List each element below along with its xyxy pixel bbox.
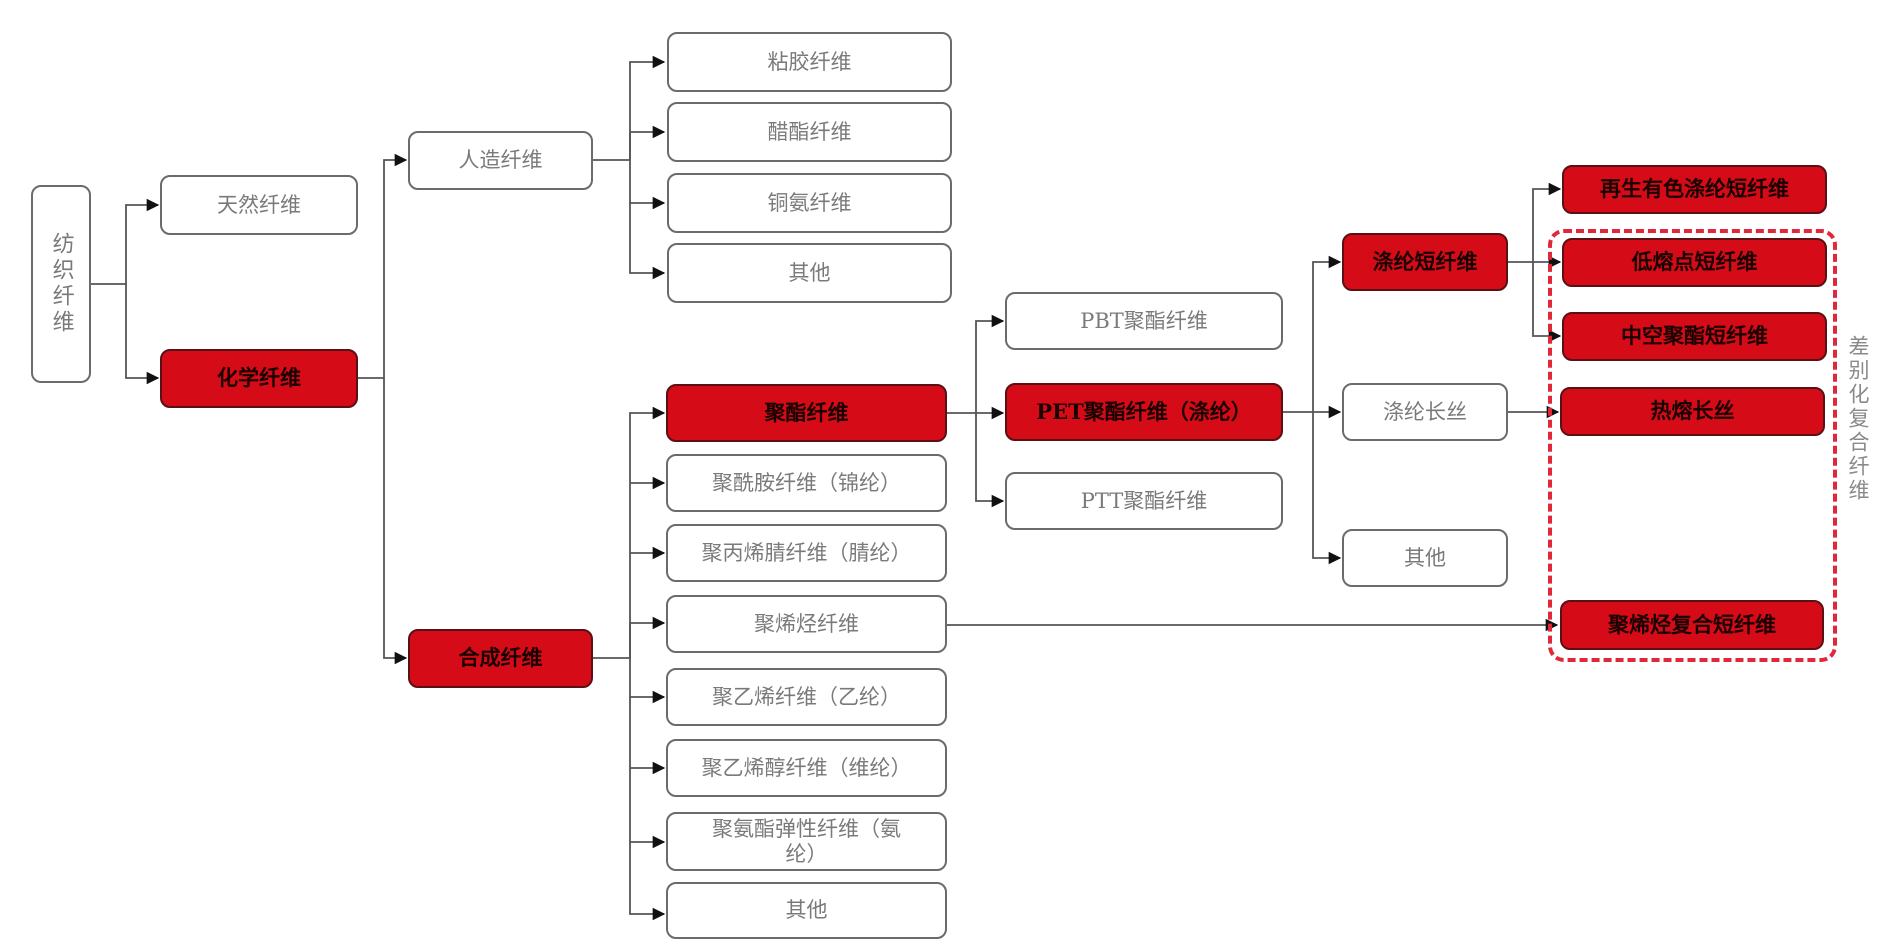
node-pet-other: 其他 bbox=[1342, 529, 1508, 587]
node-acetate-fiber: 醋酯纤维 bbox=[667, 102, 952, 162]
node-viscose-fiber: 粘胶纤维 bbox=[667, 32, 952, 92]
node-synthetic-other: 其他 bbox=[666, 882, 947, 939]
node-cupro-fiber: 铜氨纤维 bbox=[667, 173, 952, 233]
node-man-made-fiber: 人造纤维 bbox=[408, 131, 593, 190]
node-polyurethane-elastic-fiber: 聚氨酯弹性纤维（氨纶） bbox=[666, 812, 947, 871]
connector-chemical-manmade bbox=[357, 153, 408, 379]
node-ptt-polyester: PTT聚酯纤维 bbox=[1005, 472, 1283, 530]
connector-root bbox=[90, 198, 160, 285]
node-polyester-staple-fiber: 涤纶短纤维 bbox=[1342, 233, 1508, 291]
node-pbt-polyester: PBT聚酯纤维 bbox=[1005, 292, 1283, 350]
connector-staple bbox=[1508, 182, 1562, 263]
node-man-made-other: 其他 bbox=[667, 243, 952, 303]
node-polyester-filament: 涤纶长丝 bbox=[1342, 383, 1508, 441]
node-polyacrylonitrile-fiber: 聚丙烯腈纤维（腈纶） bbox=[666, 524, 947, 582]
connector-manmade bbox=[592, 55, 666, 161]
connector-root-chemical bbox=[125, 284, 160, 385]
node-chemical-fiber: 化学纤维 bbox=[160, 349, 358, 408]
node-pet-polyester: PET聚酯纤维（涤纶） bbox=[1005, 383, 1283, 441]
node-polyolefin-composite-staple: 聚烯烃复合短纤维 bbox=[1560, 600, 1824, 650]
connector-polyester bbox=[946, 314, 1005, 414]
differentiated-composite-group bbox=[1548, 229, 1837, 662]
node-hot-melt-filament: 热熔长丝 bbox=[1560, 387, 1825, 436]
node-polyester-fiber: 聚酯纤维 bbox=[666, 384, 947, 442]
node-synthetic-fiber: 合成纤维 bbox=[408, 629, 593, 688]
node-hollow-polyester-staple: 中空聚酯短纤维 bbox=[1562, 312, 1827, 361]
node-textile-fiber: 纺织纤维 bbox=[31, 185, 91, 383]
node-polyolefin-fiber: 聚烯烃纤维 bbox=[666, 595, 947, 653]
node-natural-fiber: 天然纤维 bbox=[160, 175, 358, 235]
node-polyvinyl-alcohol-fiber: 聚乙烯醇纤维（维纶） bbox=[666, 739, 947, 797]
connector-synthetic bbox=[592, 406, 666, 659]
group-label: 差别化复合纤维 bbox=[1846, 335, 1870, 503]
connector-pet bbox=[1283, 255, 1342, 413]
connector-chemical-synthetic bbox=[383, 378, 408, 665]
node-recycled-colored-staple: 再生有色涤纶短纤维 bbox=[1562, 165, 1827, 214]
node-polyamide-fiber: 聚酰胺纤维（锦纶） bbox=[666, 454, 947, 512]
node-low-melt-staple: 低熔点短纤维 bbox=[1562, 238, 1827, 287]
node-polyethylene-fiber: 聚乙烯纤维（乙纶） bbox=[666, 668, 947, 726]
